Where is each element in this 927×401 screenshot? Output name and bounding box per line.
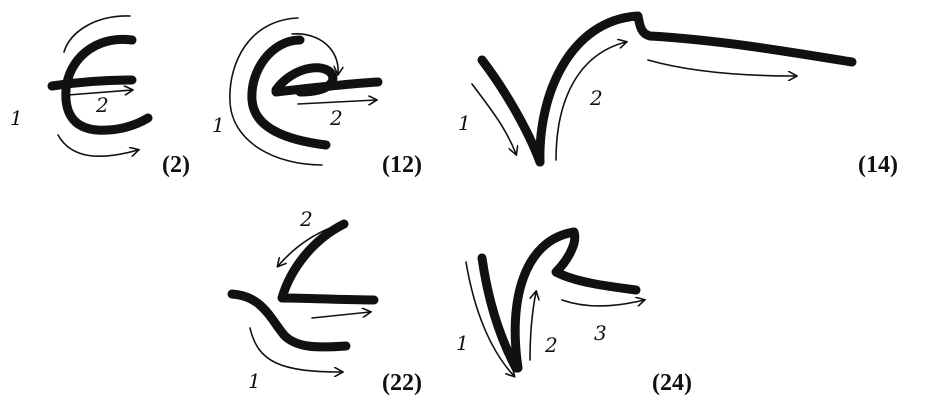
figure-22-guide-3: [312, 312, 370, 318]
figure-24-stroke-1: [482, 258, 516, 368]
figure-2-label-1: 1: [10, 106, 23, 130]
figure-12-guide-3: [298, 100, 376, 104]
figure-12-label-2: 2: [329, 106, 343, 130]
figure-24-label-2: 2: [544, 333, 558, 357]
figure-14-label-2: 2: [589, 86, 603, 110]
figure-14-stroke-1: [482, 60, 540, 162]
figure-24-guide-2: [530, 292, 536, 360]
figure-24-guide-3: [562, 300, 644, 306]
figure-12: 1 2 (12): [212, 18, 422, 178]
figure-24-label-3: 3: [594, 321, 607, 345]
figure-24-stroke-2: [515, 232, 636, 368]
figure-12-label-1: 1: [212, 113, 225, 137]
figure-14-label-1: 1: [458, 111, 471, 135]
figure-12-stroke-2: [276, 82, 378, 92]
figure-14-guide-3: [648, 60, 796, 76]
figure-2-stroke-2: [52, 80, 132, 86]
figure-14-caption: (14): [858, 152, 898, 178]
figure-2-caption: (2): [162, 152, 190, 178]
figure-24: 1 2 3 (24): [456, 232, 692, 396]
figure-22-stroke-2: [282, 224, 374, 300]
figure-22: 1 2 (22): [232, 207, 422, 396]
figure-12-caption: (12): [382, 152, 422, 178]
figure-14-stroke-2: [540, 16, 852, 162]
figure-22-label-1: 1: [248, 369, 261, 393]
figure-2-label-2: 2: [95, 93, 109, 117]
figure-2: 1 2 (2): [10, 16, 190, 178]
figure-2-guide-2: [58, 135, 138, 156]
figure-14: 1 2 (14): [458, 16, 898, 178]
figure-22-caption: (22): [382, 370, 422, 396]
figure-22-label-2: 2: [299, 207, 313, 231]
figure-24-label-1: 1: [456, 331, 469, 355]
figure-24-caption: (24): [652, 370, 692, 396]
